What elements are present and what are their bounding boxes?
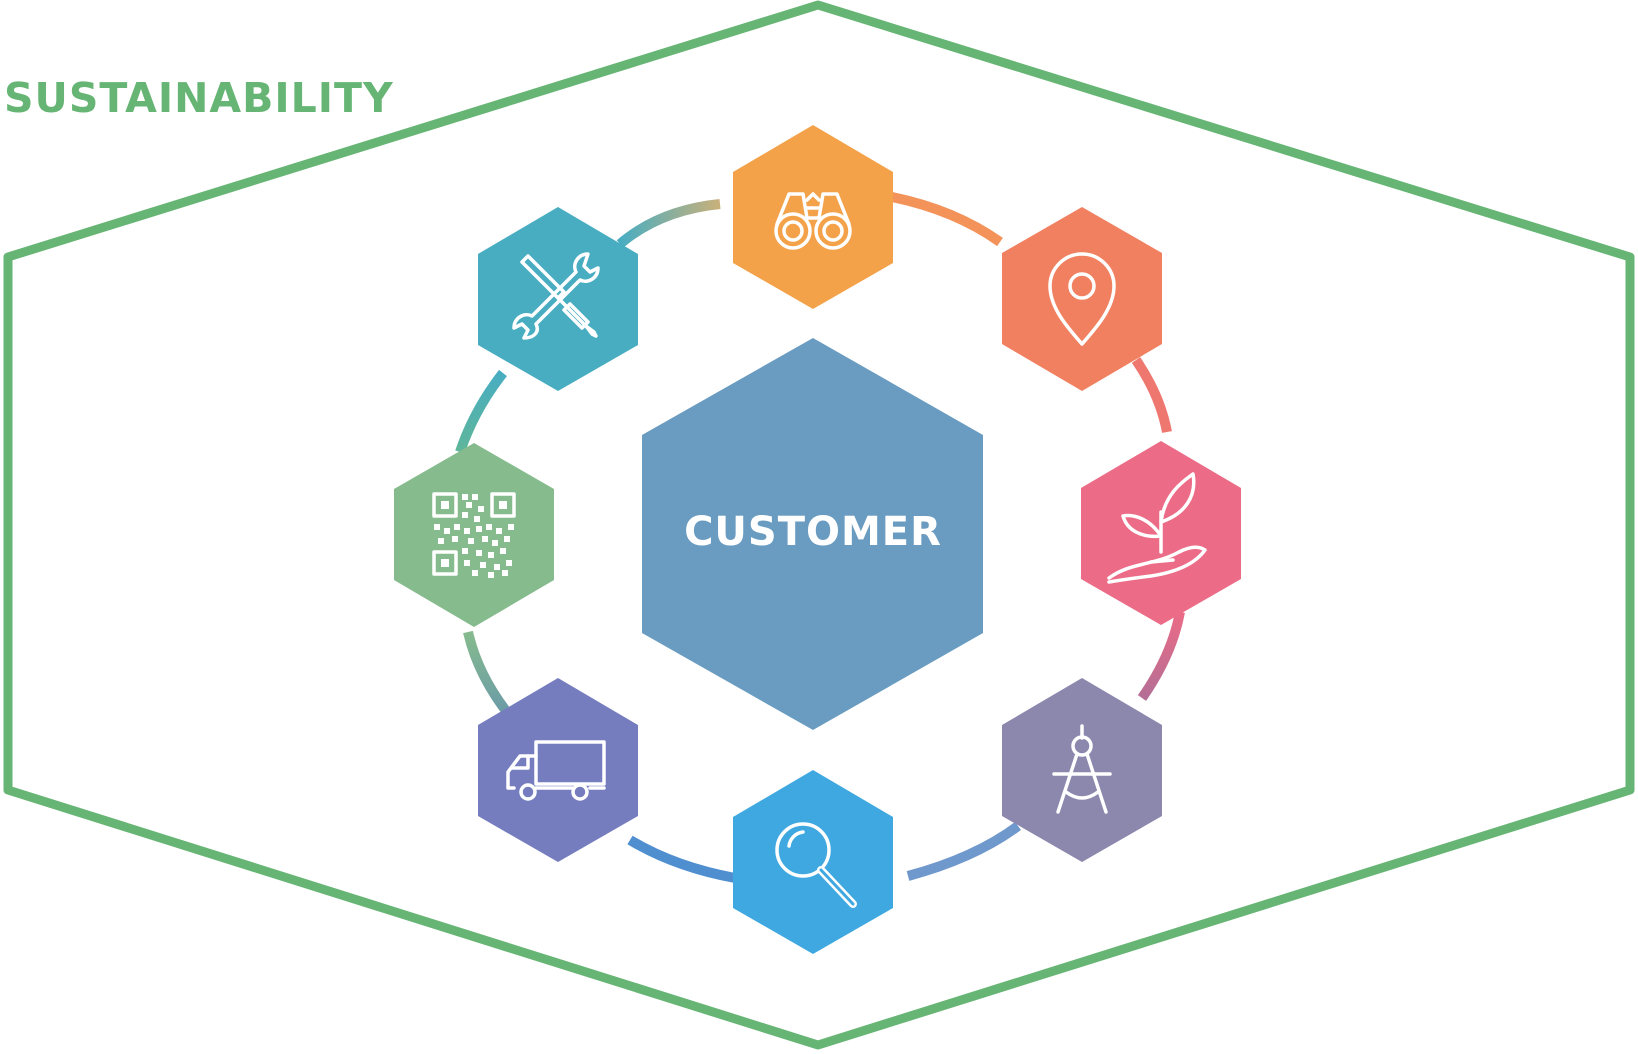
delivery-truck-icon [506,740,606,801]
stage-design-hexagon [1002,678,1162,862]
stage-deliver-hexagon [478,678,638,862]
stage-track-hexagon [394,443,554,627]
location-pin-icon [1048,252,1116,346]
ring-arc [627,835,736,883]
plant-in-hand-icon [1107,472,1207,584]
binoculars-icon [774,192,852,250]
customer-hexagon [642,338,983,730]
ring-arc [1137,611,1185,701]
ring-arc [463,630,514,720]
ring-arc [616,199,721,248]
magnifier-icon [775,822,857,908]
cycle-ring [455,192,1185,883]
customer-label: CUSTOMER [684,509,942,555]
drafting-compass-icon [1052,724,1112,814]
sustainability-frame [3,0,1635,1050]
sustainability-title: SUSTAINABILITY [4,74,394,122]
stage-search-hexagon [733,770,893,954]
ring-arc [906,821,1021,881]
ring-arc [1131,357,1172,433]
ring-arc [890,192,1003,247]
tools-icon [512,252,600,340]
qr-code-icon [432,492,516,578]
ring-arc [455,369,507,454]
